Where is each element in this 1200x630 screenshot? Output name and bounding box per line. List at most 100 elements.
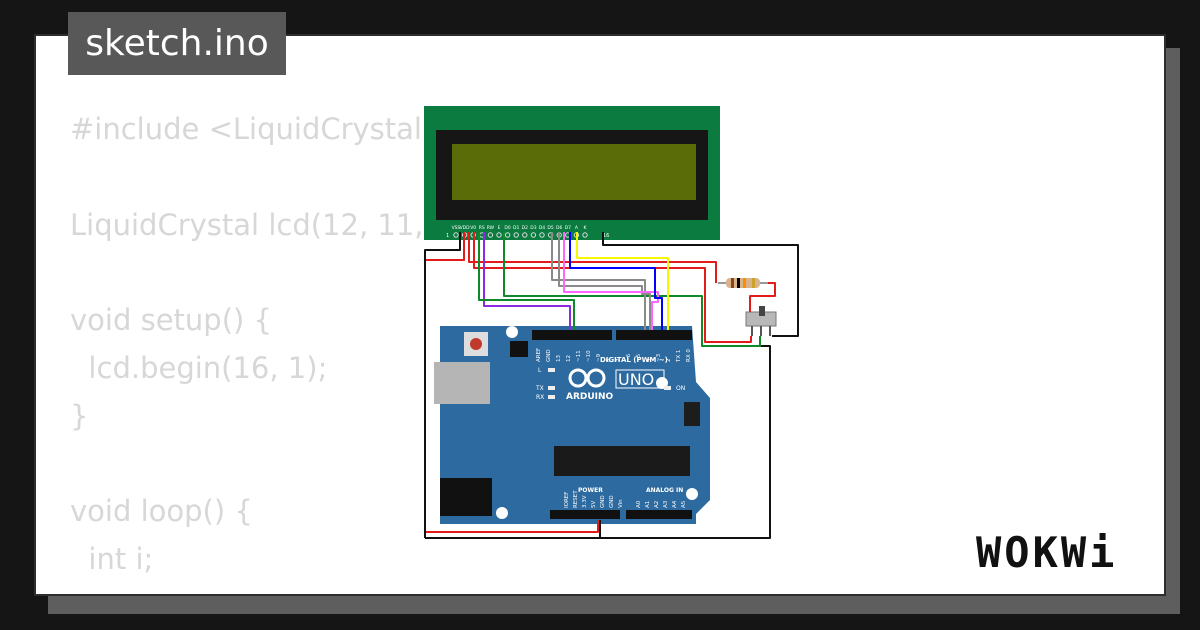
wires bbox=[424, 232, 799, 539]
lcd-pin-label: D0 bbox=[504, 225, 510, 231]
arduino-pin-label: RX 0 bbox=[686, 349, 692, 362]
wire-rs bbox=[483, 232, 571, 330]
led-rx-label: RX bbox=[536, 394, 544, 401]
arduino-pin-label: 8 bbox=[606, 358, 612, 362]
wire-v0 bbox=[473, 232, 752, 343]
arduino-pin-label: 4 bbox=[646, 358, 652, 362]
arduino-pin-label: Vin bbox=[618, 499, 624, 508]
code-line: void setup() { bbox=[70, 303, 272, 338]
lcd-pin-label: A bbox=[575, 225, 579, 231]
lcd-pin[interactable] bbox=[530, 232, 537, 238]
lcd-pin[interactable] bbox=[487, 232, 494, 238]
arduino-pin-label: A4 bbox=[672, 500, 678, 508]
lcd-pin[interactable] bbox=[453, 232, 459, 238]
arduino-pin-label: TX 1 bbox=[676, 350, 682, 363]
microcontroller-chip bbox=[554, 446, 690, 476]
arduino-pin-label: IOREF bbox=[564, 492, 570, 508]
led-l-label: L bbox=[538, 367, 542, 374]
lcd-pin-label: RW bbox=[487, 225, 495, 231]
wire-d4b bbox=[558, 232, 651, 330]
arduino-pin-label: ~6 bbox=[626, 353, 632, 362]
lcd-pin-label: D1 bbox=[513, 225, 519, 231]
arduino-pin-label: GND bbox=[600, 495, 606, 508]
code-line: void loop() { bbox=[70, 494, 253, 529]
lcd-pin-label: VDD bbox=[460, 225, 471, 231]
resistor[interactable] bbox=[718, 278, 768, 288]
arduino-pin-label: 5V bbox=[591, 501, 597, 508]
lcd-pin-label: K bbox=[584, 225, 588, 231]
lcd-pin[interactable] bbox=[539, 232, 545, 238]
lcd-pin-label: E bbox=[498, 225, 501, 231]
analog-header-label: ANALOG IN bbox=[646, 487, 683, 494]
code-line: } bbox=[70, 398, 89, 433]
board-brand: ARDUINO bbox=[566, 392, 614, 402]
code-line: lcd.begin(16, 1); bbox=[70, 350, 328, 385]
wokwi-logo: WOKWi bbox=[976, 528, 1118, 577]
lcd-pin-label: D4 bbox=[539, 225, 545, 231]
arduino-pin-label: AREF bbox=[536, 348, 542, 362]
wire-k-gnd bbox=[602, 232, 799, 337]
arduino-pin-label: A5 bbox=[681, 500, 687, 508]
digital-header-right bbox=[616, 330, 692, 340]
code-line: int i; bbox=[70, 542, 154, 577]
lcd-pin-last-label: 16 bbox=[603, 233, 609, 239]
wire-rw bbox=[503, 232, 761, 347]
power-jack bbox=[440, 478, 492, 516]
lcd-pin-label: V0 bbox=[470, 225, 476, 231]
usb-port bbox=[434, 362, 490, 404]
arduino-pin-label: A1 bbox=[645, 501, 651, 508]
wire-d6 bbox=[569, 232, 663, 330]
lcd-pin-label: RS bbox=[479, 225, 485, 231]
arduino-pin-label: 2 bbox=[666, 359, 672, 363]
lcd-pin[interactable] bbox=[582, 232, 588, 238]
wire-e bbox=[478, 232, 575, 330]
lcd-pin-label: D2 bbox=[522, 225, 528, 231]
arduino-pin-label: 7 bbox=[616, 358, 622, 362]
wire-resistor-switch bbox=[749, 282, 776, 312]
arduino-pin-label: ~3 bbox=[656, 353, 662, 362]
board-model: UNO bbox=[618, 370, 654, 389]
lcd-pin-label: D5 bbox=[547, 225, 553, 231]
arduino-pin-label: ~11 bbox=[576, 350, 582, 362]
arduino-logo bbox=[568, 368, 606, 388]
lcd-pin-first-label: 1 bbox=[446, 233, 449, 239]
power-header-label: POWER bbox=[578, 487, 603, 494]
arduino-pin-label: 13 bbox=[556, 355, 562, 362]
led-on-label: ON bbox=[676, 385, 685, 392]
wire-5v bbox=[425, 520, 599, 533]
wire-d7 bbox=[576, 232, 669, 330]
lcd-pin-label: D7 bbox=[565, 225, 571, 231]
arduino-pin-label: GND bbox=[609, 495, 615, 508]
arduino-pin-label: 3.3V bbox=[582, 495, 588, 508]
digital-header-left bbox=[532, 330, 612, 340]
lcd-pin[interactable] bbox=[504, 232, 511, 238]
wire-vdd-resistor bbox=[468, 232, 717, 283]
led-tx-label: TX bbox=[535, 385, 544, 392]
arduino-pin-label: A3 bbox=[663, 500, 669, 508]
lcd-pin-label: D6 bbox=[556, 225, 562, 231]
digital-header-label: DIGITAL (PWM ~) bbox=[600, 356, 668, 364]
file-tab[interactable]: sketch.ino bbox=[68, 12, 286, 75]
arduino-pin-label: ~5 bbox=[636, 353, 642, 362]
analog-header bbox=[626, 510, 692, 519]
lcd-pin[interactable] bbox=[513, 232, 519, 238]
lcd-pin-label: D3 bbox=[530, 225, 536, 231]
lcd-pin[interactable] bbox=[522, 232, 528, 238]
power-header bbox=[550, 510, 620, 519]
lcd-pin[interactable] bbox=[496, 232, 502, 238]
reset-button[interactable] bbox=[470, 338, 482, 350]
wire-vss bbox=[424, 232, 461, 538]
slide-switch[interactable] bbox=[745, 306, 777, 336]
arduino-pin-label: GND bbox=[546, 349, 552, 362]
arduino-pin-label: A2 bbox=[654, 501, 660, 508]
lcd-pin-label: VSS bbox=[452, 225, 461, 231]
wire-d4 bbox=[551, 232, 646, 330]
arduino-pin-label: 12 bbox=[566, 355, 572, 362]
